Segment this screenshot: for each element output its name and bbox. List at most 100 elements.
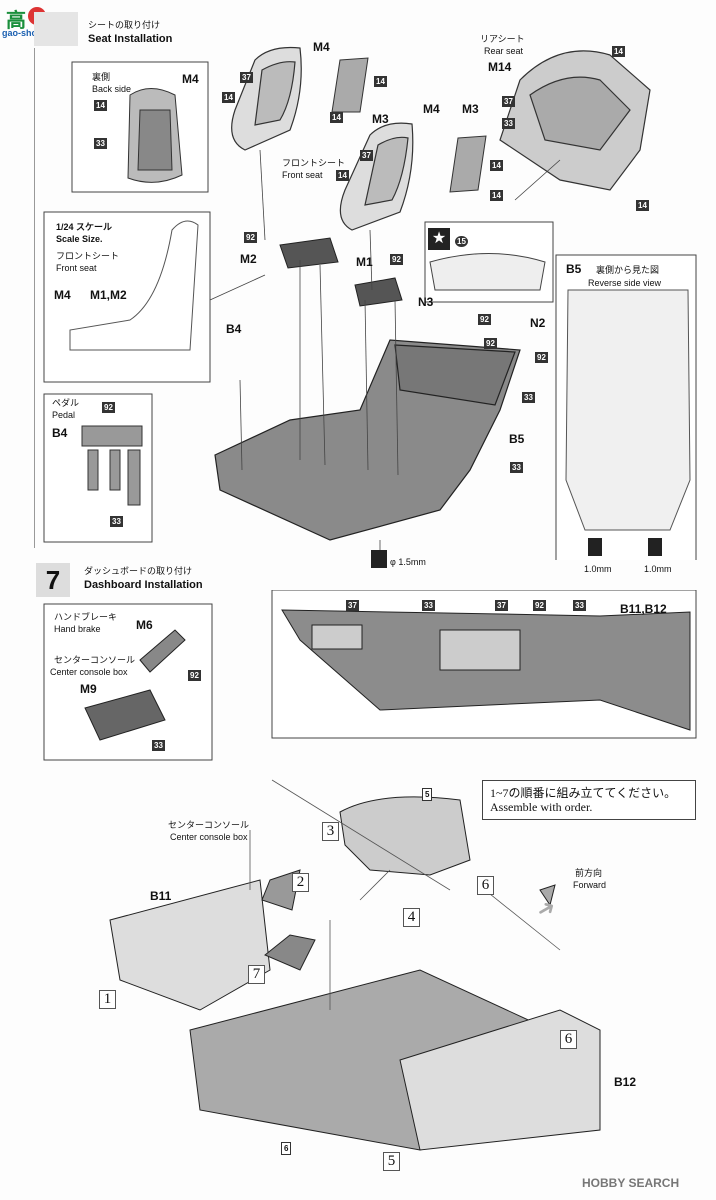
hobby-search-logo: HOBBY SEARCH xyxy=(582,1176,679,1190)
scale-part-m4: M4 xyxy=(54,288,71,302)
forward-label-en: Forward xyxy=(573,880,607,890)
rear-seat-label-en: Rear seat xyxy=(484,46,524,56)
scale-seat-jp: フロントシート xyxy=(56,251,120,261)
back-side-tag-33: 33 xyxy=(94,138,107,149)
seat-rail-drawings xyxy=(279,237,403,307)
step-5a: 5 xyxy=(383,1152,400,1171)
forward-label-jp: 前方向 xyxy=(575,868,603,878)
pedal-part: B4 xyxy=(52,426,68,440)
watermark-text: 高 xyxy=(6,10,26,32)
pedal-tag-92: 92 xyxy=(102,402,115,413)
pedal-drawing xyxy=(81,425,143,506)
part-m4-top: M4 xyxy=(313,40,330,54)
rear-seat-label-jp: リアシート xyxy=(480,34,525,44)
reverse-drill-label-2: 1.0mm xyxy=(644,564,672,574)
front-seat-top-drawing xyxy=(231,46,302,151)
step-3: 3 xyxy=(322,822,339,841)
step-4: 4 xyxy=(403,908,420,927)
pedal-label-en: Pedal xyxy=(52,410,76,420)
reverse-drill-icon-2 xyxy=(648,538,662,556)
section7-number: 7 xyxy=(36,563,70,597)
scale-title-en: Scale Size. xyxy=(56,234,103,244)
back-side-label-jp: 裏側 xyxy=(92,72,111,82)
section6-badge xyxy=(34,12,78,46)
seat-back-drawing xyxy=(127,88,183,183)
assembly-drawing xyxy=(109,796,601,1151)
tag-37-a: 37 xyxy=(240,72,253,83)
dashboard-installation-drawing xyxy=(43,590,697,1151)
star-drawing xyxy=(429,253,546,291)
part-n3: N3 xyxy=(418,295,434,309)
cc-label-en: Center console box xyxy=(50,667,128,677)
reverse-drill-icon-1 xyxy=(588,538,602,556)
tag-92-n2b: 92 xyxy=(535,352,548,363)
door-parts: B11,B12 xyxy=(620,602,667,616)
seat-back-panel-top xyxy=(331,57,369,113)
hb-label-en: Hand brake xyxy=(54,624,101,634)
tag-14-g: 14 xyxy=(612,46,625,57)
tag-92-n2a: 92 xyxy=(484,338,497,349)
tag-92-m2: 92 xyxy=(244,232,257,243)
door-tag-33-a: 33 xyxy=(422,600,435,611)
tag-14-d: 14 xyxy=(336,170,349,181)
part-b5: B5 xyxy=(509,432,525,446)
hobby-search-text: HOBBY SEARCH xyxy=(582,1176,680,1190)
step-1: 1 xyxy=(99,990,116,1009)
drill-label: φ 1.5mm xyxy=(390,557,426,567)
tag-14-b: 14 xyxy=(374,76,387,87)
step-6a: 6 xyxy=(477,876,494,895)
back-side-tag-14: 14 xyxy=(94,100,107,111)
reverse-label-en: Reverse side view xyxy=(588,278,662,288)
assembly-box-5: 5 xyxy=(422,788,433,801)
tag-92-m1: 92 xyxy=(390,254,403,265)
reverse-drill-label-1: 1.0mm xyxy=(584,564,612,574)
part-m2: M2 xyxy=(240,252,257,266)
tag-33-b5: 33 xyxy=(510,462,523,473)
hb-tag-33: 33 xyxy=(152,740,165,751)
part-m14: M14 xyxy=(488,60,512,74)
scale-title-jp: 1/24 スケール xyxy=(56,222,113,232)
step-6b: 6 xyxy=(560,1030,577,1049)
cc-label-jp: センターコンソール xyxy=(54,655,136,665)
scale-seat-en: Front seat xyxy=(56,263,97,273)
pedal-tag-33: 33 xyxy=(110,516,123,527)
assembly-cc-en: Center console box xyxy=(170,832,248,842)
tag-14-h: 14 xyxy=(636,200,649,211)
section7-title-jp: ダッシュボードの取り付け xyxy=(84,566,193,576)
door-tag-33-b: 33 xyxy=(573,600,586,611)
reverse-part: B5 xyxy=(566,262,582,276)
back-side-part-label: M4 xyxy=(182,72,199,86)
back-side-label-en: Back side xyxy=(92,84,132,94)
pedal-label-jp: ペダル xyxy=(52,398,80,408)
drill-hole-icon xyxy=(371,550,387,568)
reverse-floor-drawing xyxy=(565,289,691,531)
tag-33-a: 33 xyxy=(502,118,515,129)
front-seat-label-jp: フロントシート xyxy=(282,158,346,168)
section6-title-en: Seat Installation xyxy=(88,33,173,45)
tag-14-a: 14 xyxy=(222,92,235,103)
star-icon: ★ xyxy=(428,228,450,250)
tag-14-c: 14 xyxy=(330,112,343,123)
guide-lines xyxy=(209,149,561,552)
step-7: 7 xyxy=(248,965,265,984)
assembly-cc-jp: センターコンソール xyxy=(168,820,250,830)
section6-title-jp: シートの取り付け xyxy=(88,20,161,30)
order-note-en: Assemble with order. xyxy=(490,800,593,814)
front-seat-mid-drawing xyxy=(339,122,414,231)
tag-14-e: 14 xyxy=(490,160,503,171)
part-m3-mid: M3 xyxy=(462,102,479,116)
front-seat-label-en: Front seat xyxy=(282,170,323,180)
part-m3-top: M3 xyxy=(372,112,389,126)
tag-15: 15 xyxy=(455,236,468,247)
section7-title-en: Dashboard Installation xyxy=(84,579,203,591)
cc-part: M9 xyxy=(80,682,97,696)
scale-seat-outline xyxy=(69,220,199,351)
seat-installation-drawing xyxy=(43,46,697,560)
step-2: 2 xyxy=(292,873,309,892)
door-panel-drawing xyxy=(281,609,691,731)
part-m4-mid: M4 xyxy=(423,102,440,116)
section6-rule xyxy=(34,48,35,548)
tag-33-floor: 33 xyxy=(522,392,535,403)
part-n2: N2 xyxy=(530,316,546,330)
